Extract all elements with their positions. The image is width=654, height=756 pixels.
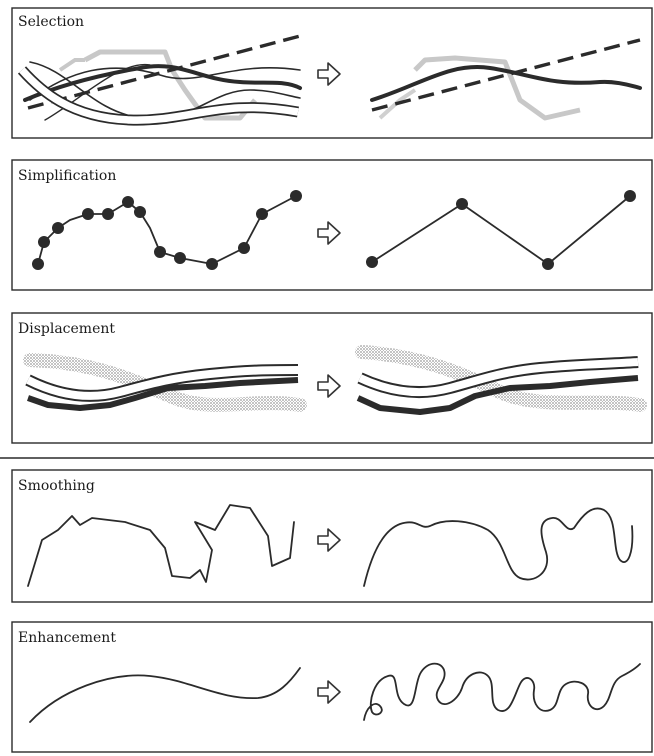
displacement-after bbox=[358, 352, 640, 412]
transform-arrow-icon bbox=[318, 529, 340, 551]
displacement-before bbox=[28, 360, 300, 408]
selection-before bbox=[22, 36, 300, 120]
selection-after bbox=[372, 40, 640, 118]
panel-title: Displacement bbox=[18, 321, 115, 337]
transform-arrow-icon bbox=[318, 63, 340, 85]
transform-arrow-icon bbox=[318, 375, 340, 397]
simplification-before bbox=[32, 190, 302, 270]
transform-arrow-icon bbox=[318, 681, 340, 703]
enhancement-before bbox=[30, 668, 300, 722]
smoothing-after bbox=[364, 508, 632, 586]
panel-title: Selection bbox=[18, 14, 84, 30]
transform-arrow-icon bbox=[318, 222, 340, 244]
panel-simplification: Simplification bbox=[12, 160, 652, 290]
panel-title: Simplification bbox=[18, 168, 116, 184]
panel-smoothing: Smoothing bbox=[12, 470, 652, 602]
simplification-after bbox=[366, 190, 636, 270]
panel-selection: Selection bbox=[12, 8, 652, 138]
panel-enhancement: Enhancement bbox=[12, 622, 652, 752]
panel-title: Enhancement bbox=[18, 630, 116, 646]
panel-displacement: Displacement bbox=[12, 313, 652, 443]
enhancement-after bbox=[364, 664, 640, 720]
smoothing-before bbox=[28, 505, 294, 586]
panel-title: Smoothing bbox=[18, 478, 95, 494]
